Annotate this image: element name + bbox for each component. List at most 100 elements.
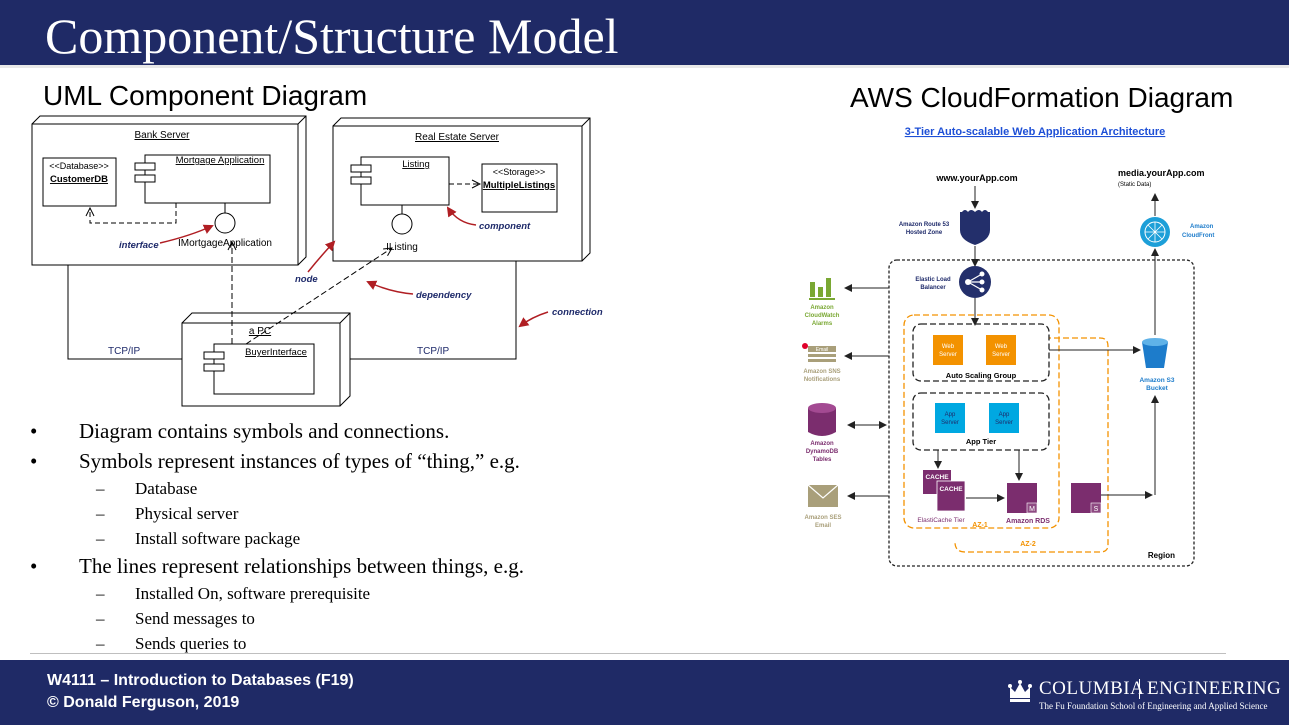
- svg-text:Web: Web: [942, 344, 955, 350]
- auto-scaling-label: Auto Scaling Group: [946, 371, 1017, 380]
- buyerinterface-label: BuyerInterface: [245, 347, 307, 358]
- sub-bullet-item: – Database: [30, 478, 730, 503]
- web-server-1: Web Server: [933, 335, 963, 365]
- svg-text:Server: Server: [941, 420, 959, 426]
- aws-subtitle: AWS CloudFormation Diagram: [850, 82, 1234, 113]
- component-callout: component: [479, 221, 531, 232]
- uml-subtitle: UML Component Diagram: [43, 80, 368, 111]
- logo-engineering: ENGINEERING: [1147, 678, 1282, 699]
- app-server-2: App Server: [989, 403, 1019, 433]
- www-domain: www.yourApp.com: [935, 173, 1017, 183]
- az2-boundary: [954, 337, 1109, 553]
- real-estate-server-label: Real Estate Server: [415, 132, 500, 143]
- cloudfront-icon: [1140, 217, 1170, 247]
- elastic-load-balancer-icon: [959, 266, 991, 298]
- title-divider: [0, 65, 1289, 68]
- dependency-callout: dependency: [416, 290, 472, 301]
- az1-boundary: [903, 314, 1060, 529]
- connection-callout: connection: [552, 307, 603, 318]
- svg-text:CACHE: CACHE: [925, 474, 949, 481]
- sub-bullet-marker: –: [96, 609, 105, 628]
- dependency-to-ilisting: [245, 248, 392, 345]
- storage-stereotype: <<Storage>>: [493, 167, 546, 177]
- bullet-item: • Symbols represent instances of types o…: [30, 448, 730, 478]
- elb-label-1: Elastic Load: [915, 277, 951, 283]
- tcpip-right-label: TCP/IP: [417, 346, 450, 357]
- buyerinterface-component: BuyerInterface: [203, 343, 315, 395]
- aws-diagram-title: 3-Tier Auto-scalable Web Application Arc…: [905, 126, 1166, 138]
- elb-label-2: Balancer: [920, 285, 946, 291]
- svg-text:Server: Server: [992, 352, 1010, 358]
- s3-bucket-icon: [1142, 338, 1168, 368]
- svg-text:CACHE: CACHE: [939, 486, 963, 493]
- sub-bullet-text: Database: [135, 479, 198, 498]
- ses-icon: [807, 484, 839, 507]
- sub-bullet-text: Sends queries to: [135, 634, 247, 653]
- s3-label-1: Amazon S3: [1139, 377, 1174, 384]
- svg-text:M: M: [1029, 506, 1035, 513]
- tcpip-left-label: TCP/IP: [108, 346, 141, 357]
- database-stereotype: <<Database>>: [49, 161, 109, 171]
- uml-component-diagram: TCP/IP TCP/IP Bank Server <<Database>> C…: [31, 115, 603, 407]
- dynamodb-icon: [808, 403, 836, 436]
- s3-label-2: Bucket: [1146, 385, 1169, 392]
- web-server-2: Web Server: [986, 335, 1016, 365]
- region-boundary: [888, 259, 1195, 567]
- rds-master-icon: M: [1007, 483, 1038, 514]
- ses-label-1: Amazon SES: [804, 515, 841, 521]
- tcpip-left-line: [67, 265, 182, 360]
- bullet-marker: •: [30, 554, 38, 578]
- logo-separator: [1139, 679, 1140, 699]
- sub-bullet-item: – Physical server: [30, 503, 730, 528]
- columbia-engineering-logo: COLUMBIA ENGINEERING The Fu Foundation S…: [1007, 676, 1281, 716]
- ilisting-label: IListing: [386, 242, 418, 253]
- aws-architecture-diagram: 3-Tier Auto-scalable Web Application Arc…: [802, 126, 1214, 567]
- logo-columbia: COLUMBIA: [1039, 678, 1145, 699]
- sub-bullet-marker: –: [96, 504, 105, 523]
- sub-bullet-marker: –: [96, 479, 105, 498]
- imortgage-interface: [214, 212, 236, 234]
- svg-text:S: S: [1094, 506, 1099, 513]
- cloudwatch-label-1: Amazon: [810, 305, 834, 311]
- svg-text:Web: Web: [995, 344, 1008, 350]
- multiplelistings-artifact: <<Storage>> MultipleListings: [481, 163, 558, 213]
- a-pc-label: a PC: [249, 326, 271, 337]
- sub-bullet-item: – Send messages to: [30, 608, 730, 633]
- logo-tagline: The Fu Foundation School of Engineering …: [1039, 701, 1268, 711]
- customerdb-label: CustomerDB: [50, 174, 108, 185]
- elasticache-label: ElastiCache Tier: [917, 517, 965, 524]
- route53-icon: [960, 210, 990, 245]
- bullet-item: • Diagram contains symbols and connectio…: [30, 418, 730, 448]
- elasticache-icon: CACHE CACHE: [923, 470, 966, 512]
- rds-label: Amazon RDS: [1006, 518, 1050, 525]
- ilisting-interface: [391, 213, 413, 235]
- bullet-list: • Diagram contains symbols and connectio…: [30, 418, 730, 658]
- ses-label-2: Email: [815, 523, 831, 529]
- sns-label-2: Notifications: [804, 377, 841, 383]
- az2-label: AZ-2: [1020, 541, 1036, 548]
- tcpip-right-line: [350, 261, 517, 360]
- sns-label-1: Amazon SNS: [803, 369, 840, 375]
- sub-bullet-text: Send messages to: [135, 609, 255, 628]
- copyright-label: © Donald Ferguson, 2019: [47, 694, 240, 711]
- mortgage-application-label: Mortgage Application: [176, 155, 265, 166]
- svg-text:App: App: [999, 412, 1010, 418]
- cloudwatch-label-3: Alarms: [812, 321, 833, 327]
- sub-bullet-item: – Install software package: [30, 528, 730, 553]
- cloudwatch-label-2: CloudWatch: [805, 313, 840, 319]
- sub-bullet-text: Physical server: [135, 504, 239, 523]
- route53-label-1: Amazon Route 53: [899, 222, 950, 228]
- cloudfront-label-2: CloudFront: [1182, 233, 1214, 239]
- bank-server-label: Bank Server: [134, 130, 190, 141]
- dynamodb-label-3: Tables: [813, 457, 832, 463]
- listing-component: Listing: [350, 156, 450, 206]
- footer-divider: [30, 653, 1226, 654]
- route53-label-2: Hosted Zone: [906, 230, 943, 236]
- app-tier-label: App Tier: [966, 437, 996, 446]
- sub-bullet-marker: –: [96, 529, 105, 548]
- sns-icon: Email: [802, 343, 836, 362]
- bullet-marker: •: [30, 449, 38, 473]
- app-server-1: App Server: [935, 403, 965, 433]
- slide-title: Component/Structure Model: [45, 8, 619, 64]
- sub-bullet-marker: –: [96, 634, 105, 653]
